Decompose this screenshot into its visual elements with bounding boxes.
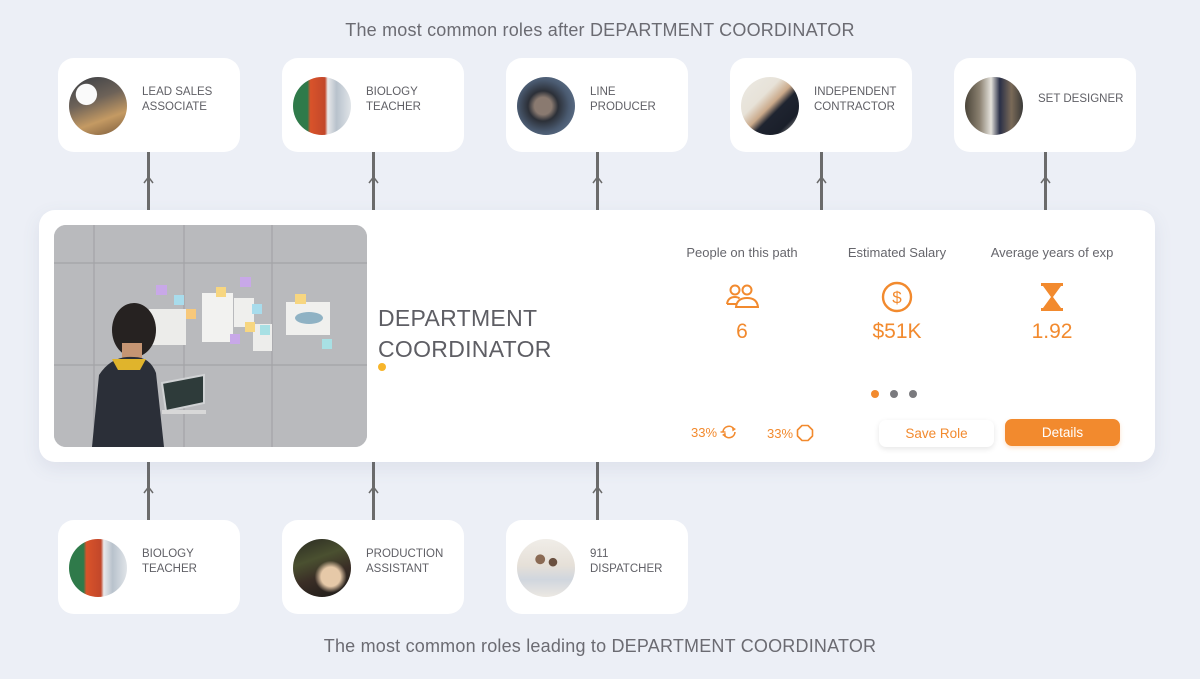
carousel-dots [871, 390, 917, 398]
indicator-value: 33% [767, 425, 794, 441]
role-avatar [69, 539, 127, 597]
octagon-icon [796, 424, 814, 442]
indicator-octagon: 33% [767, 424, 814, 442]
carousel-dot-1[interactable] [871, 390, 879, 398]
status-dot [378, 363, 386, 371]
save-role-button[interactable]: Save Role [879, 420, 994, 447]
role-avatar [293, 77, 351, 135]
arrow-up-icon [816, 176, 827, 184]
role-avatar [965, 77, 1023, 135]
stat-label: People on this path [686, 245, 798, 260]
stat-value: 6 [736, 320, 748, 343]
connector-line [592, 462, 603, 520]
arrow-up-icon [592, 486, 603, 494]
details-button[interactable]: Details [1005, 419, 1120, 446]
office-wall-illustration [54, 225, 367, 447]
stat-label: Estimated Salary [847, 245, 947, 260]
arrow-up-icon [368, 486, 379, 494]
connector-line [143, 152, 154, 210]
role-name: SET DESIGNER [1038, 93, 1124, 105]
connector-line [143, 462, 154, 520]
arrow-up-icon [1040, 176, 1051, 184]
arrow-up-icon [143, 176, 154, 184]
stat-people-on-path: People on this path 6 [667, 245, 817, 344]
role-hero-image [54, 225, 367, 447]
hourglass-icon [1035, 280, 1069, 314]
stat-value: 1.92 [1031, 320, 1073, 343]
role-avatar [517, 539, 575, 597]
stat-estimated-salary: Estimated Salary $ $51K [822, 245, 972, 344]
next-role-card-set-designer[interactable]: SET DESIGNER [954, 58, 1136, 152]
refresh-icon [720, 425, 737, 439]
role-avatar [69, 77, 127, 135]
role-avatar [293, 539, 351, 597]
svg-text:$: $ [892, 288, 902, 307]
connector-line [816, 152, 827, 210]
role-avatar [517, 77, 575, 135]
stat-label: Average years of exp [990, 245, 1114, 260]
stat-value: $51K [872, 320, 922, 343]
arrow-up-icon [368, 176, 379, 184]
carousel-dot-2[interactable] [890, 390, 898, 398]
connector-line [368, 152, 379, 210]
arrow-up-icon [592, 176, 603, 184]
connector-line [368, 462, 379, 520]
role-avatar [741, 77, 799, 135]
people-icon [725, 280, 759, 314]
arrow-up-icon [143, 486, 154, 494]
connector-line [592, 152, 603, 210]
previous-roles-title: The most common roles leading to DEPARTM… [323, 636, 877, 656]
stat-average-years-exp: Average years of exp 1.92 [977, 245, 1127, 344]
indicator-refresh: 33% [691, 424, 738, 440]
dollar-circle-icon: $ [880, 280, 914, 314]
next-roles-title: The most common roles after DEPARTMENT C… [345, 20, 855, 40]
connector-line [1040, 152, 1051, 210]
indicator-value: 33% [691, 424, 718, 440]
carousel-dot-3[interactable] [909, 390, 917, 398]
